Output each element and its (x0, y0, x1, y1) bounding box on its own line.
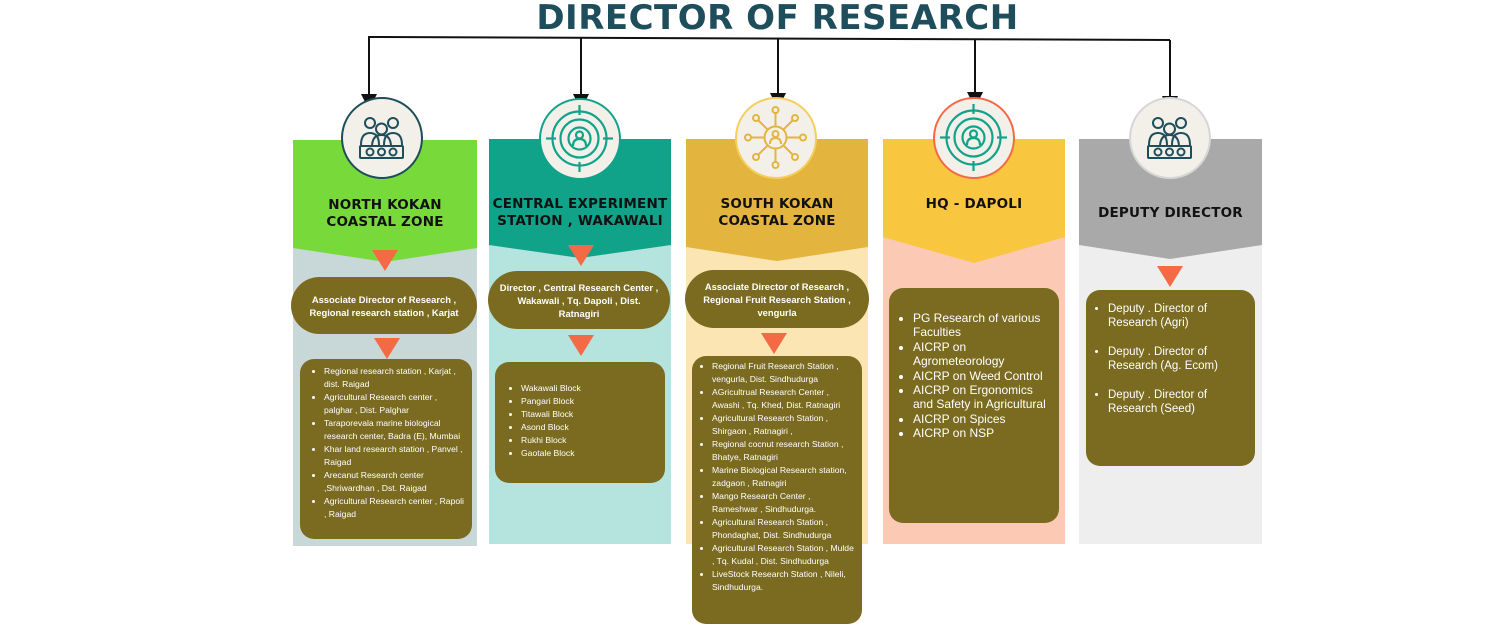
target-person-icon (539, 98, 621, 180)
flow-arrow (1157, 266, 1183, 287)
list-item: Titawali Block (521, 408, 659, 421)
heading-line: COASTAL ZONE (326, 214, 444, 230)
program-list: PG Research of various Faculties AICRP o… (889, 288, 1059, 523)
column-north-kokan: NORTH KOKAN COASTAL ZONE Associate Direc… (291, 140, 477, 546)
list-item: Marine Biological Research station, zadg… (712, 464, 858, 490)
connector-lines (361, 36, 1178, 112)
chart-title: DIRECTOR OF RESEARCH (536, 0, 1019, 38)
heading-line: COASTAL ZONE (718, 213, 836, 229)
list-item: Agricultural Research center , palghar ,… (324, 391, 466, 417)
list-item: AICRP on NSP (913, 426, 1053, 440)
list-item: Wakawali Block (521, 382, 659, 395)
column-deputy-director: DEPUTY DIRECTOR Deputy . Director of Res… (1079, 139, 1262, 544)
list-item: Rukhi Block (521, 434, 659, 447)
list-item: Regional Fruit Research Station , vengur… (712, 360, 858, 386)
list-item: AICRP on Agrometeorology (913, 340, 1053, 369)
column-heading: CENTRAL EXPERIMENT STATION , WAKAWALI (489, 196, 671, 230)
list-item: Taraporevala marine biological research … (324, 417, 466, 443)
list-item: AICRP on Spices (913, 412, 1053, 426)
list-item: AICRP on Weed Control (913, 369, 1053, 383)
column-hq-dapoli: HQ - DAPOLI PG Research of various Facul… (883, 139, 1065, 544)
list-item: Pangari Block (521, 395, 659, 408)
list-item: Deputy . Director of Research (Seed) (1108, 388, 1249, 416)
group-icon (1129, 97, 1211, 179)
list-item: Agricultural Research Station , Shirgaon… (712, 412, 858, 438)
deputy-list: Deputy . Director of Research (Agri) Dep… (1086, 290, 1255, 466)
list-item: AICRP on Ergonomics and Safety in Agricu… (913, 383, 1053, 412)
list-item: AGricultrual Research Center , Awashi , … (712, 386, 858, 412)
list-item: Deputy . Director of Research (Agri) (1108, 302, 1249, 330)
column-heading: NORTH KOKAN COASTAL ZONE (293, 197, 477, 231)
heading-line: STATION , WAKAWALI (497, 213, 663, 229)
office-oval: Director , Central Research Center , Wak… (488, 271, 670, 329)
list-item: Deputy . Director of Research (Ag. Ecom) (1108, 345, 1249, 373)
column-heading: SOUTH KOKAN COASTAL ZONE (686, 196, 868, 230)
column-heading: HQ - DAPOLI (883, 196, 1065, 213)
network-icon (735, 97, 817, 179)
flow-arrow (372, 250, 398, 271)
station-list: Regional Fruit Research Station , vengur… (692, 356, 862, 624)
flow-arrow (374, 338, 400, 359)
list-item: PG Research of various Faculties (913, 311, 1053, 340)
heading-line: NORTH KOKAN (328, 197, 442, 213)
office-oval: Associate Director of Research , Regiona… (685, 270, 869, 328)
list-item: Agricultural Research Station , Phondagh… (712, 516, 858, 542)
list-item: Asond Block (521, 421, 659, 434)
station-list: Regional research station , Karjat , dis… (300, 359, 472, 539)
list-item: Agricultural Research Station , Mulde , … (712, 542, 858, 568)
group-icon (341, 97, 423, 179)
list-item: Regional cocnut research Station , Bhaty… (712, 438, 858, 464)
heading-line: SOUTH KOKAN (720, 196, 834, 212)
flow-arrow (761, 333, 787, 354)
target-person-icon (933, 97, 1015, 179)
list-item: Regional research station , Karjat , dis… (324, 365, 466, 391)
column-central-experiment-station: CENTRAL EXPERIMENT STATION , WAKAWALI Di… (488, 139, 671, 544)
station-list: Wakawali Block Pangari Block Titawali Bl… (495, 362, 665, 483)
flow-arrow (568, 335, 594, 356)
list-item: Arecanut Research center ,Shriwardhan , … (324, 469, 466, 495)
list-item: Khar land research station , Panvel , Ra… (324, 443, 466, 469)
flow-arrow (568, 245, 594, 266)
list-item: Mango Research Center , Rameshwar , Sind… (712, 490, 858, 516)
heading-line: DEPUTY DIRECTOR (1098, 205, 1243, 221)
office-oval: Associate Director of Research , Regiona… (291, 277, 477, 334)
heading-line: CENTRAL EXPERIMENT (492, 196, 668, 212)
heading-line: HQ - DAPOLI (925, 196, 1023, 212)
column-heading: DEPUTY DIRECTOR (1079, 205, 1262, 222)
list-item: Gaotale Block (521, 447, 659, 460)
list-item: Agricultural Research center , Rapoli , … (324, 495, 466, 521)
list-item: LiveStock Research Station , Nileli, Sin… (712, 568, 858, 594)
